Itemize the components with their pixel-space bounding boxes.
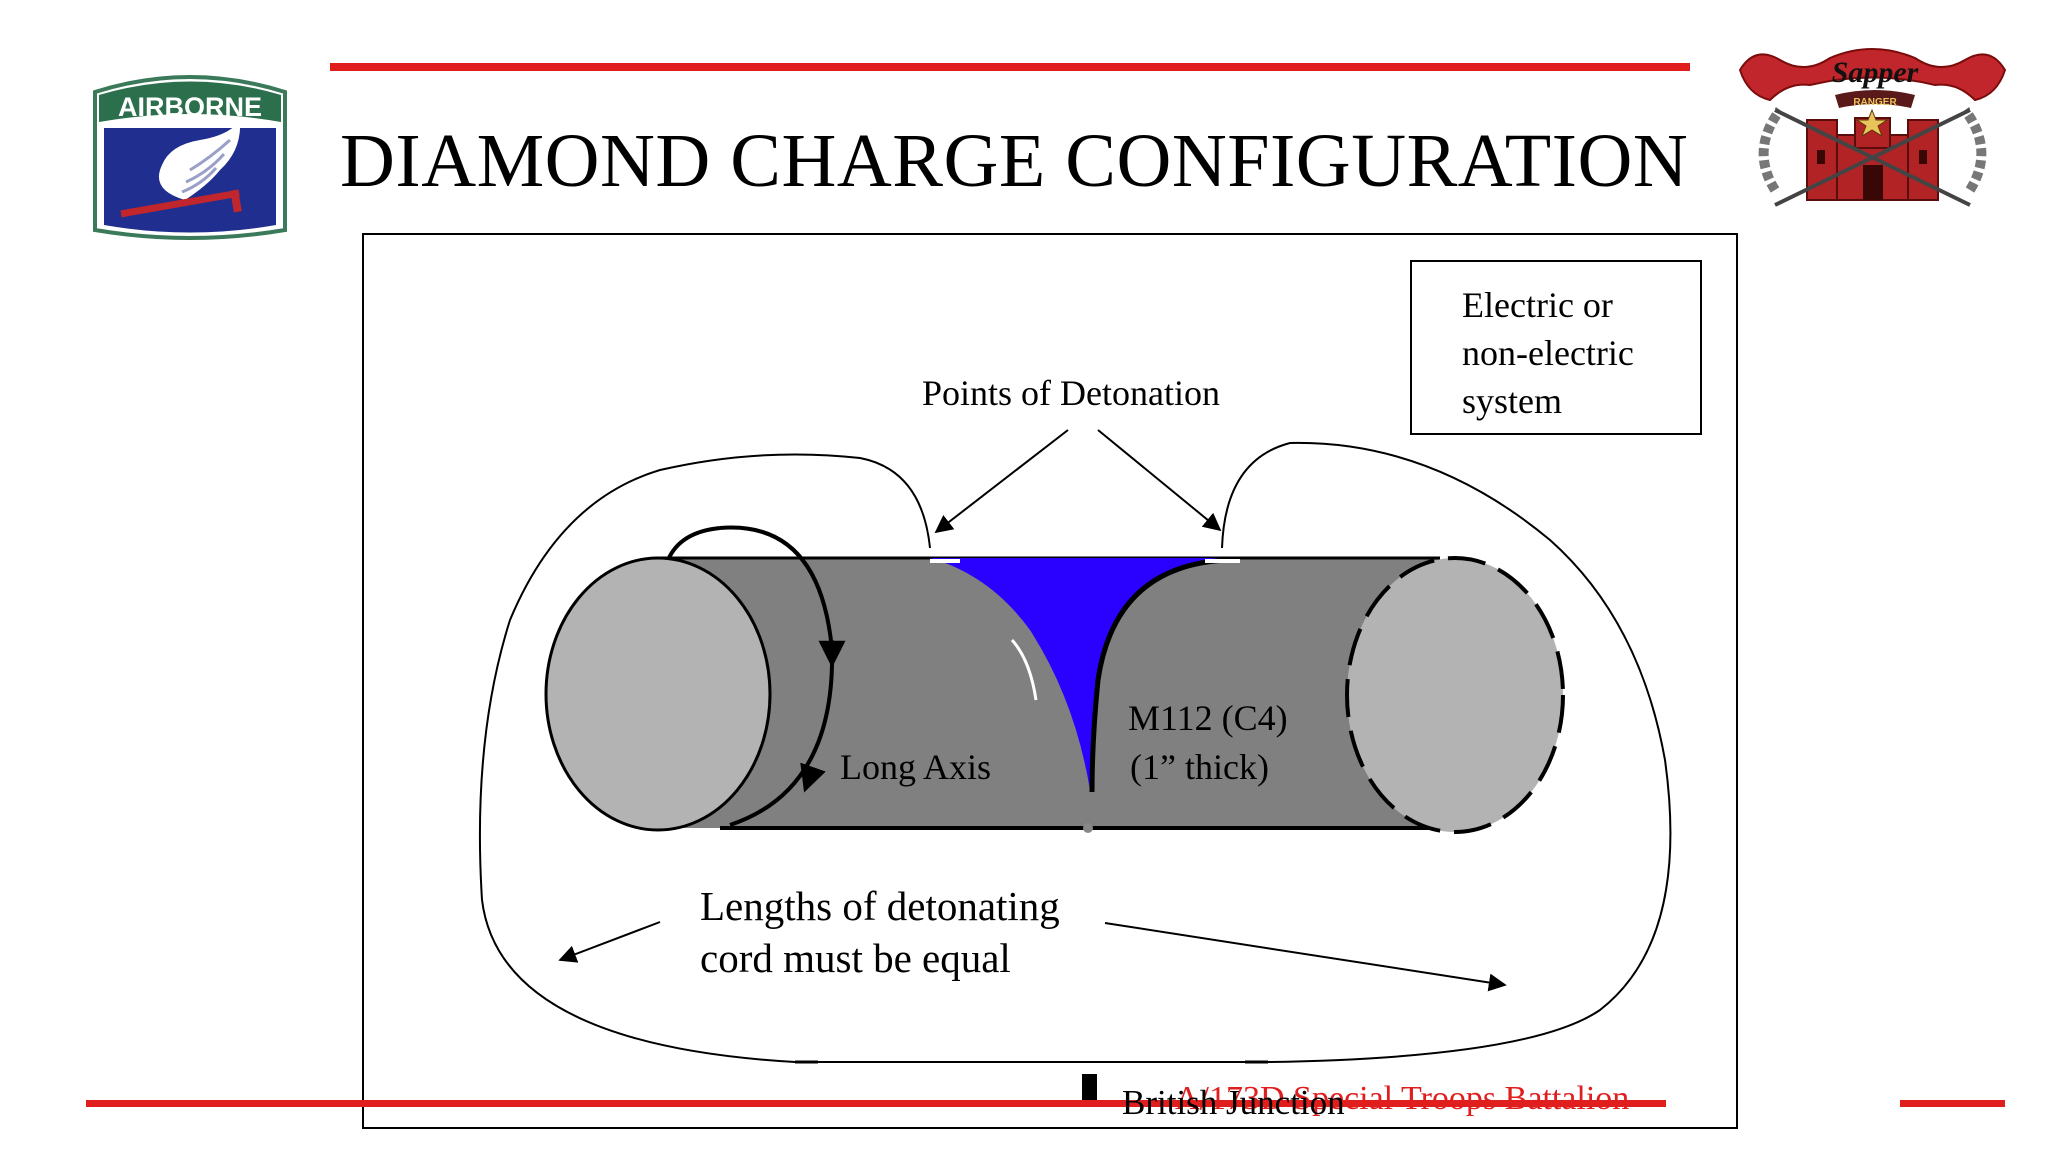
sapper-banner-text: Sapper (1832, 56, 1919, 89)
airborne-wing-icon: AIRBORNE (93, 75, 287, 240)
points-arrow-right (1097, 429, 1222, 532)
diagram-frame (362, 233, 1738, 1129)
top-rule (330, 63, 1690, 71)
cord-arrow-left (558, 921, 661, 963)
m112-charge (930, 558, 1228, 790)
system-line-2: non-electric (1462, 333, 1634, 373)
charge-label-line2: (1” thick) (1130, 747, 1269, 787)
cord-label-line2: cord must be equal (700, 935, 1011, 981)
footer-unit-text: A/173D Special Troops Battalion (1175, 1080, 1630, 1117)
charge-label-line1: M112 (C4) (1128, 698, 1288, 738)
system-box: Electric or non-electric system (1410, 260, 1702, 435)
sapper-logo: Sapper RANGER (1735, 40, 2010, 220)
long-axis-label: Long Axis (840, 747, 992, 787)
system-line-1: Electric or (1462, 285, 1613, 325)
points-arrow-left (934, 429, 1069, 534)
sapper-castle-icon: Sapper RANGER (1738, 48, 2007, 207)
detonating-cord-left (478, 453, 931, 1063)
cylinder-right-end (1345, 556, 1565, 834)
ranger-tab-text: RANGER (1853, 97, 1897, 108)
points-of-detonation-label: Points of Detonation (922, 373, 1220, 413)
cord-arrow-right (1104, 922, 1507, 992)
airborne-tab-text: AIRBORNE (118, 92, 262, 122)
cord-label-line1: Lengths of detonating (700, 883, 1060, 929)
british-junction-block (1082, 1074, 1097, 1106)
british-junction-label: British Junction (1122, 1083, 1345, 1122)
airborne-logo: AIRBORNE (90, 50, 290, 240)
system-line-3: system (1462, 381, 1563, 421)
slide-title: DIAMOND CHARGE CONFIGURATION (340, 119, 1689, 203)
detonating-cord-right (1221, 441, 1672, 1063)
bottom-rule-left (86, 1100, 1666, 1107)
bottom-rule-right (1900, 1100, 2005, 1107)
cylinder-left-end (544, 556, 772, 832)
